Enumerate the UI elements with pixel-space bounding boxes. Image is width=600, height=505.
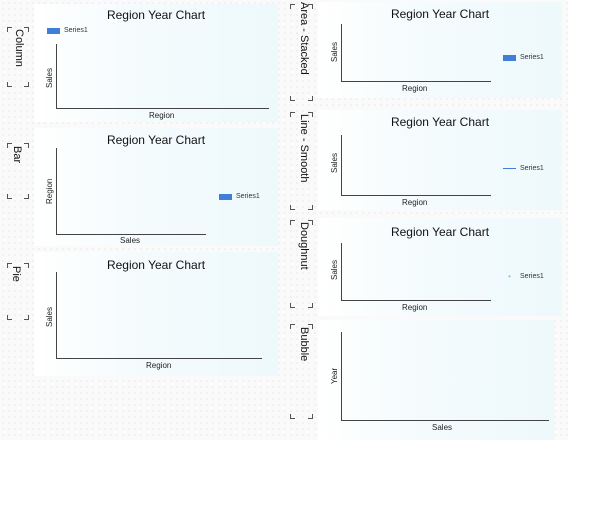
chart-line-smooth[interactable]: Region Year Chart Series1 Sales Region [318, 110, 562, 210]
x-axis-label: Region [402, 198, 428, 207]
selection-corner [290, 205, 295, 210]
selection-corner [24, 143, 29, 148]
x-axis-line [56, 108, 269, 109]
chart-title: Region Year Chart [390, 7, 490, 21]
chart-bar[interactable]: Region Year Chart Series1 Region Sales [34, 128, 278, 246]
selection-corner [308, 324, 313, 329]
chart-doughnut[interactable]: Region Year Chart • Series1 Sales Region [318, 218, 562, 316]
x-axis-line [341, 195, 491, 196]
chart-title: Region Year Chart [106, 258, 206, 272]
x-axis-label: Sales [432, 423, 453, 432]
selection-corner [290, 4, 295, 9]
x-axis-line [341, 81, 491, 82]
chart-type-label-area-stacked[interactable]: Area - Stacked [298, 2, 310, 75]
selection-corner [7, 194, 12, 199]
chart-type-label-bubble[interactable]: Bubble [298, 327, 310, 362]
chart-legend: • Series1 [503, 271, 544, 281]
y-axis-label: Sales [330, 259, 339, 280]
selection-corner [290, 324, 295, 329]
y-axis-label: Sales [330, 41, 339, 62]
y-axis-label: Region [45, 178, 54, 204]
legend-swatch [503, 54, 516, 61]
selection-corner [308, 220, 313, 225]
selection-corner [290, 414, 295, 419]
y-axis-label: Year [330, 367, 339, 384]
legend-label: Series1 [64, 27, 88, 34]
selection-corner [308, 4, 313, 9]
y-axis-line [56, 148, 57, 234]
chart-column[interactable]: Region Year Chart Series1 Sales Region [34, 4, 278, 122]
x-axis-label: Region [146, 361, 172, 370]
selection-corner [308, 112, 313, 117]
selection-corner [7, 27, 12, 32]
y-axis-line [56, 44, 57, 108]
selection-corner [7, 263, 12, 268]
legend-label: Series1 [520, 273, 544, 280]
selection-corner [290, 220, 295, 225]
legend-swatch [503, 168, 516, 169]
x-axis-line [56, 234, 206, 235]
selection-corner [290, 96, 295, 101]
chart-legend: Series1 [503, 54, 544, 61]
chart-title: Region Year Chart [106, 8, 206, 22]
x-axis-label: Sales [120, 236, 141, 245]
chart-title: Region Year Chart [390, 115, 490, 129]
y-axis-line [341, 243, 342, 300]
y-axis-label: Sales [45, 67, 54, 88]
selection-corner [290, 112, 295, 117]
chart-bubble[interactable]: Year Sales [318, 320, 554, 440]
legend-label: Series1 [520, 54, 544, 61]
y-axis-label: Sales [330, 152, 339, 173]
chart-type-label-doughnut[interactable]: Doughnut [298, 222, 310, 270]
legend-swatch: • [508, 271, 511, 281]
y-axis-label: Sales [45, 306, 54, 327]
selection-corner [308, 96, 313, 101]
selection-corner [290, 303, 295, 308]
chart-type-label-line-smooth[interactable]: Line - Smooth [298, 114, 310, 183]
y-axis-line [341, 24, 342, 81]
selection-corner [7, 143, 12, 148]
chart-pie[interactable]: Region Year Chart Sales Region [34, 252, 278, 376]
x-axis-line [341, 420, 549, 421]
chart-type-label-column[interactable]: Column [13, 29, 25, 67]
chart-title: Region Year Chart [390, 225, 490, 239]
x-axis-label: Region [402, 303, 428, 312]
chart-legend: Series1 [219, 193, 260, 200]
selection-corner [24, 82, 29, 87]
selection-corner [308, 303, 313, 308]
x-axis-label: Region [402, 84, 428, 93]
selection-corner [7, 315, 12, 320]
chart-area-stacked[interactable]: Region Year Chart Series1 Sales Region [318, 2, 562, 98]
x-axis-label: Region [149, 111, 175, 120]
selection-corner [7, 82, 12, 87]
x-axis-line [56, 358, 262, 359]
chart-legend: Series1 [503, 165, 544, 172]
selection-corner [24, 194, 29, 199]
legend-label: Series1 [236, 193, 260, 200]
selection-corner [308, 205, 313, 210]
legend-label: Series1 [520, 165, 544, 172]
chart-legend: Series1 [47, 27, 88, 34]
selection-corner [24, 27, 29, 32]
legend-swatch [47, 27, 60, 34]
y-axis-line [56, 272, 57, 358]
selection-corner [24, 315, 29, 320]
y-axis-line [341, 135, 342, 195]
selection-corner [24, 263, 29, 268]
selection-corner [308, 414, 313, 419]
y-axis-line [341, 332, 342, 420]
chart-type-label-pie[interactable]: Pie [10, 266, 22, 282]
x-axis-line [341, 300, 491, 301]
chart-title: Region Year Chart [106, 133, 206, 147]
legend-swatch [219, 193, 232, 200]
chart-type-label-bar[interactable]: Bar [11, 146, 23, 164]
